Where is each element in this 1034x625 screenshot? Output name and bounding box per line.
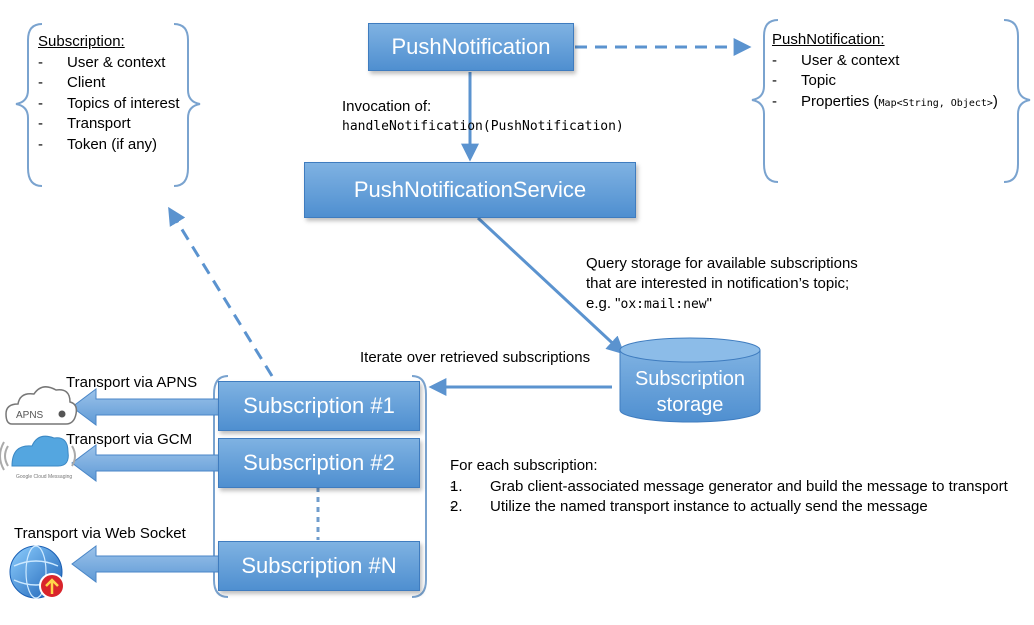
for-each-steps: 1. Grab client-associated message generat… [450, 477, 1008, 518]
list-item: User & context [38, 53, 180, 74]
gcm-transport-arrow [71, 444, 233, 482]
subscription-panel-list: User & context Client Topics of interest… [38, 53, 180, 156]
list-item: User & context [772, 51, 998, 72]
list-item: Transport [38, 114, 180, 135]
list-item: 1. Grab client-associated message generat… [450, 477, 1008, 498]
gcm-icon-caption: Google Cloud Messaging [16, 474, 72, 480]
properties-type: Map<String, Object> [878, 97, 993, 109]
subscription-to-panel-arrow [168, 206, 274, 377]
query-storage-arrow [476, 216, 625, 355]
subscriptions-left-brace [213, 375, 229, 598]
list-item: Client [38, 73, 180, 94]
gcm-cloud-icon: Google Cloud Messaging [0, 435, 76, 480]
list-item: Properties (Map<String, Object>) [772, 92, 998, 115]
step-number: 2. [450, 498, 463, 515]
query-line-3: e.g. "ox:mail:new" [586, 294, 712, 315]
for-each-section: For each subscription: 1. Grab client-ass… [450, 456, 1008, 518]
subscription-storage-cylinder [619, 337, 761, 423]
gcm-transport-label: Transport via GCM [66, 431, 193, 448]
query-line-1: Query storage for available subscription… [586, 255, 858, 272]
push-notification-panel-title: PushNotification: [772, 31, 885, 48]
step-number: 1. [450, 477, 463, 495]
subscription-2-node: Subscription #2 [218, 438, 420, 488]
push-notification-panel-left-brace [751, 19, 779, 183]
push-notification-panel-list: User & context Topic Properties (Map<Str… [772, 51, 998, 115]
query-example-topic: ox:mail:new [620, 297, 707, 312]
properties-label: Properties ( [801, 92, 879, 110]
push-notification-panel-right-brace [1003, 19, 1031, 183]
subscription-panel: Subscription: User & context Client Topi… [38, 32, 180, 155]
push-notification-panel: PushNotification: User & context Topic P… [772, 30, 998, 114]
subscription-1-node: Subscription #1 [218, 381, 420, 431]
list-item: Token (if any) [38, 135, 180, 156]
query-example-suffix: " [706, 295, 712, 312]
invocation-method: handleNotification(PushNotification) [342, 119, 624, 134]
list-item: Topics of interest [38, 94, 180, 115]
subscriptions-right-brace [411, 375, 427, 598]
subscription-storage-line1: Subscription [634, 368, 746, 390]
query-example-prefix: e.g. " [586, 295, 621, 312]
apns-cloud-icon: APNS [5, 386, 78, 425]
websocket-transport-label: Transport via Web Socket [14, 525, 186, 542]
websocket-transport-arrow [71, 545, 233, 583]
query-line-2: that are interested in notification’s to… [586, 275, 850, 292]
push-notification-node: PushNotification [368, 23, 574, 71]
step-text: Grab client-associated message generator… [490, 477, 1008, 495]
apns-transport-arrow [71, 388, 233, 426]
apns-transport-label: Transport via APNS [66, 374, 198, 391]
subscription-n-node: Subscription #N [218, 541, 420, 591]
for-each-title: For each subscription: [450, 457, 598, 474]
iterate-label: Iterate over retrieved subscriptions [360, 349, 591, 366]
list-item: 2. Utilize the named transport instance t… [450, 497, 1008, 518]
subscription-panel-right-brace [173, 23, 201, 187]
apns-icon-text: APNS [16, 410, 44, 421]
invocation-label: Invocation of: [342, 98, 432, 115]
subscription-panel-left-brace [15, 23, 43, 187]
subscription-panel-title: Subscription: [38, 33, 125, 50]
websocket-globe-icon [9, 545, 65, 599]
subscription-storage-label: Subscription storage [620, 366, 760, 418]
subscription-storage-line2: storage [656, 394, 724, 416]
step-text: Utilize the named transport instance to … [490, 498, 928, 515]
push-notification-service-node: PushNotificationService [304, 162, 636, 218]
properties-close: ) [992, 92, 998, 110]
list-item: Topic [772, 71, 998, 92]
